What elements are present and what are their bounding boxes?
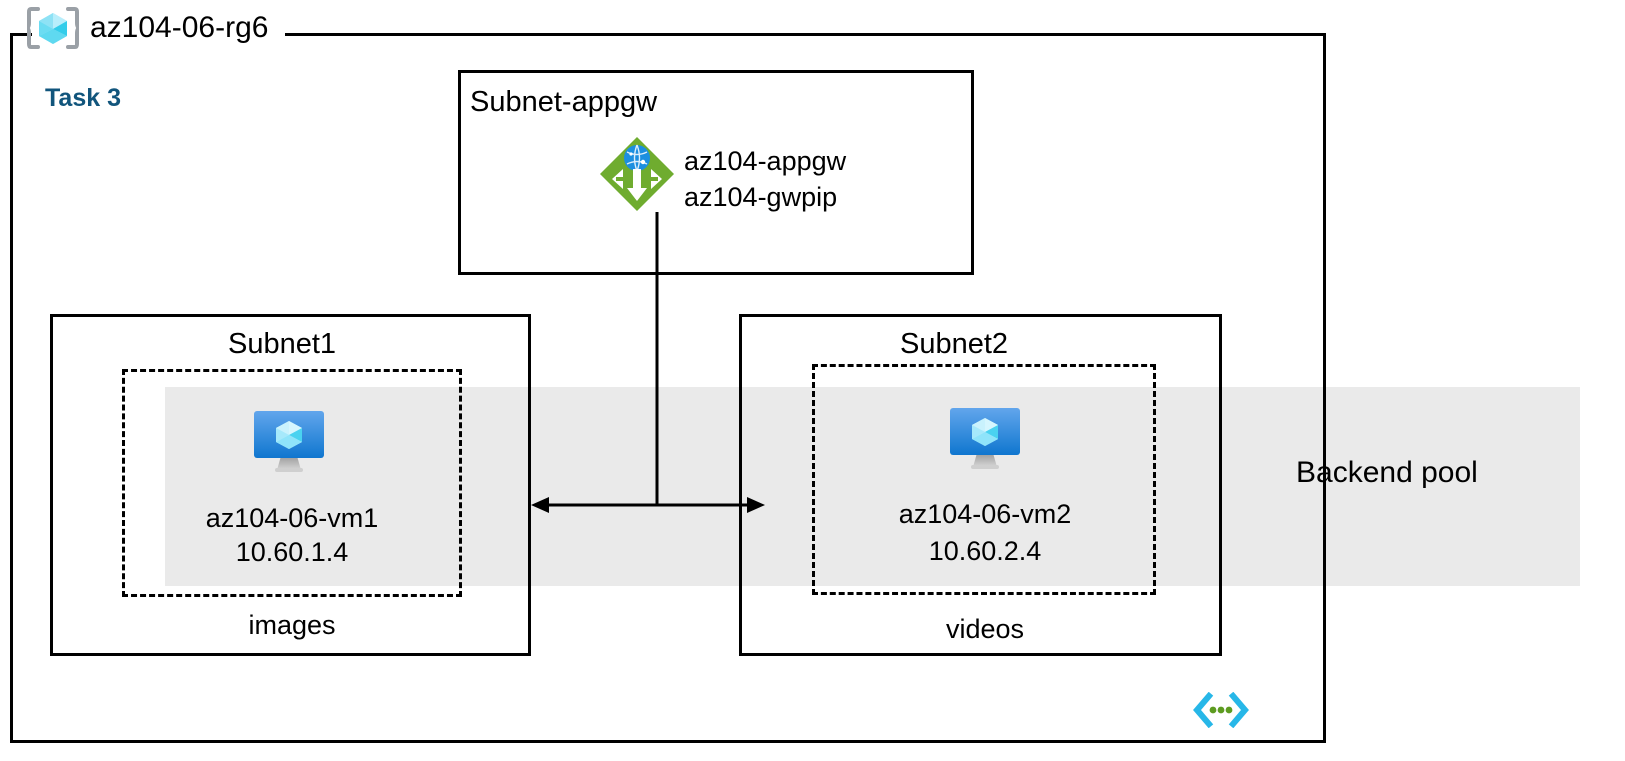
subnet1-box bbox=[50, 314, 531, 656]
resource-group-border-top bbox=[285, 33, 1326, 36]
subnet2-nsg-boundary bbox=[812, 364, 1156, 595]
backend-pool-label: Backend pool bbox=[1296, 456, 1478, 489]
subnet-appgw-box bbox=[458, 70, 974, 275]
vm1-ip: 10.60.1.4 bbox=[235, 537, 349, 567]
gwpip-name: az104-gwpip bbox=[684, 182, 838, 212]
application-gateway-icon bbox=[598, 135, 676, 213]
vm2-ip: 10.60.2.4 bbox=[928, 536, 1042, 566]
backend-pool-band bbox=[165, 387, 1580, 586]
task-label: Task 3 bbox=[45, 84, 121, 112]
resource-group-border-top-stub bbox=[10, 33, 32, 36]
subnet2-box bbox=[739, 314, 1222, 656]
subnet2-title: Subnet2 bbox=[900, 328, 1009, 360]
vm1-name: az104-06-vm1 bbox=[205, 503, 379, 533]
appgw-name: az104-appgw bbox=[684, 146, 847, 176]
subnet1-caption: images bbox=[248, 610, 336, 640]
virtual-machine-icon bbox=[947, 405, 1023, 471]
resource-group-border-right bbox=[1323, 33, 1326, 743]
subnet2-caption: videos bbox=[945, 614, 1025, 644]
azure-code-brackets-icon bbox=[1193, 691, 1249, 729]
resource-group-title: az104-06-rg6 bbox=[90, 11, 269, 44]
subnet1-title: Subnet1 bbox=[228, 328, 337, 360]
azure-resource-group-icon bbox=[25, 6, 81, 50]
subnet1-nsg-boundary bbox=[122, 369, 462, 597]
appgw-names: az104-appgw az104-gwpip bbox=[684, 143, 846, 215]
resource-group-border-left bbox=[10, 33, 13, 743]
virtual-machine-icon bbox=[251, 408, 327, 474]
subnet-appgw-title: Subnet-appgw bbox=[470, 86, 658, 118]
vm2-name: az104-06-vm2 bbox=[898, 499, 1072, 529]
resource-group-border-bottom bbox=[10, 740, 1326, 743]
